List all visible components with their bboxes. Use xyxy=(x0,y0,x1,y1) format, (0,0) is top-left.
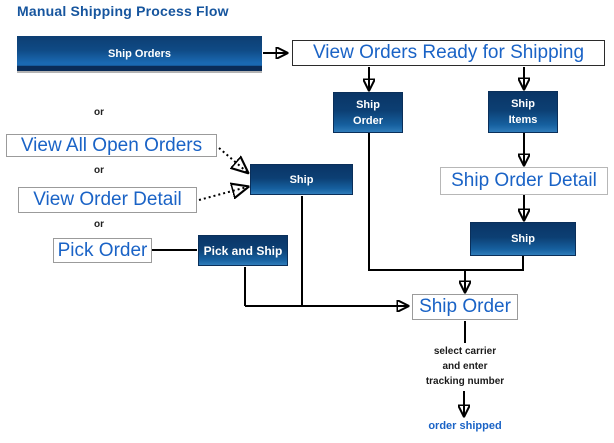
ship-node-left: Ship xyxy=(250,164,353,195)
ship-order-detail-box: Ship Order Detail xyxy=(440,167,608,195)
ship-order-node: Ship Order xyxy=(333,92,403,133)
connector-dotted-view-detail-to-ship xyxy=(198,187,247,201)
ship-orders-banner: Ship Orders xyxy=(17,36,262,71)
carrier-note: select carrier and enter tracking number xyxy=(400,344,530,389)
pick-and-ship-node-label: Pick and Ship xyxy=(203,243,283,258)
view-orders-ready-box: View Orders Ready for Shipping xyxy=(292,40,605,66)
ship-order-final-label: Ship Order xyxy=(419,296,511,317)
carrier-note-line3: tracking number xyxy=(425,376,505,387)
ship-node-right-label: Ship xyxy=(511,233,535,245)
order-shipped-label: order shipped xyxy=(428,420,502,432)
ship-node-right: Ship xyxy=(470,222,576,256)
page-title: Manual Shipping Process Flow xyxy=(17,3,229,19)
view-all-open-orders-label: View All Open Orders xyxy=(20,134,203,156)
ship-items-node-line1: Ship xyxy=(511,98,535,110)
view-orders-ready-label: View Orders Ready for Shipping xyxy=(312,42,585,63)
ship-node-left-label: Ship xyxy=(289,173,314,186)
carrier-note-line1: select carrier xyxy=(433,346,497,357)
ship-items-node: Ship Items xyxy=(488,91,558,133)
pick-order-label: Pick Order xyxy=(57,239,148,261)
ship-orders-banner-label: Ship Orders xyxy=(108,47,171,60)
or-label-2: or xyxy=(94,165,104,176)
view-order-detail-box: View Order Detail xyxy=(18,187,197,213)
ship-order-node-line1: Ship xyxy=(356,98,380,111)
view-all-open-orders-box: View All Open Orders xyxy=(6,134,217,157)
view-order-detail-label: View Order Detail xyxy=(33,189,182,210)
ship-order-node-line2: Order xyxy=(353,114,383,127)
ship-order-final-box: Ship Order xyxy=(412,294,518,320)
ship-order-detail-label: Ship Order Detail xyxy=(451,170,597,191)
connector-dotted-view-all-to-ship xyxy=(218,147,247,172)
ship-items-node-line2: Items xyxy=(508,114,538,126)
pick-order-box: Pick Order xyxy=(53,238,152,263)
pick-and-ship-node: Pick and Ship xyxy=(198,235,288,266)
carrier-note-line2: and enter xyxy=(442,361,488,372)
or-label-1: or xyxy=(94,107,104,118)
or-label-3: or xyxy=(94,219,104,230)
